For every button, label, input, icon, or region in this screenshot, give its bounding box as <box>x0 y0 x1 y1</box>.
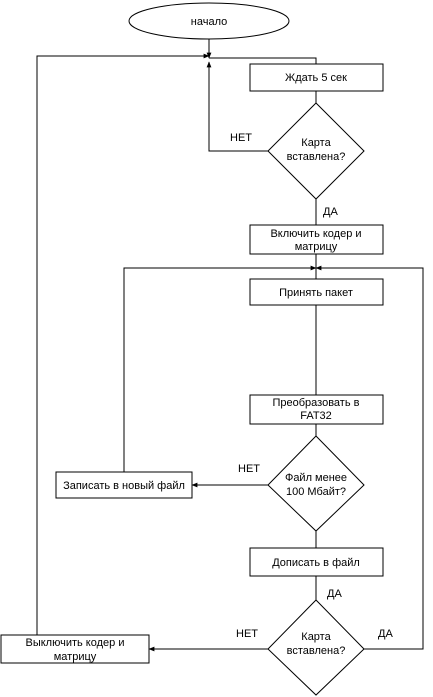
card-check-1-label-line2: вставлена? <box>287 151 346 163</box>
card-check-2-label-line2: вставлена? <box>287 645 346 657</box>
receive-label: Принять пакет <box>279 287 353 299</box>
size-no-label: НЕТ <box>238 463 260 475</box>
card-check-1-label-line1: Карта <box>301 137 331 149</box>
disable-label-line1: Выключить кодер и <box>26 637 125 649</box>
connector-check2-yes-loop <box>315 265 424 650</box>
convert-label-line1: Преобразовать в <box>273 397 360 409</box>
append-label: Дописать в файл <box>272 557 360 569</box>
connector-write-new-loop <box>123 265 317 472</box>
check2-yes-label: ДА <box>378 628 393 640</box>
disable-box <box>0 634 150 664</box>
start-label: начало <box>191 16 227 28</box>
size-yes-label: ДА <box>327 588 342 600</box>
check1-yes-label: ДА <box>323 206 338 218</box>
connector-disable-to-start <box>36 53 210 635</box>
disable-label-line2: матрицу <box>54 651 97 663</box>
write-new-label: Записать в новый файл <box>63 480 185 492</box>
connector-merge-to-wait <box>209 57 317 64</box>
enable-label-line2: матрицу <box>295 241 338 253</box>
wait-label: Ждать 5 сек <box>285 72 347 84</box>
wait-box <box>249 63 384 92</box>
convert-label-line2: FAT32 <box>300 410 332 422</box>
connector-check1-no <box>206 61 268 152</box>
check1-no-label: НЕТ <box>230 132 252 144</box>
enable-label-line1: Включить кодер и <box>270 228 361 240</box>
size-check-label-line2: 100 Мбайт? <box>286 486 346 498</box>
size-check-label-line1: Файл менее <box>285 472 347 484</box>
check2-no-label: НЕТ <box>236 628 258 640</box>
card-check-2-label-line1: Карта <box>301 631 331 643</box>
card-check-2-diamond <box>267 599 365 696</box>
